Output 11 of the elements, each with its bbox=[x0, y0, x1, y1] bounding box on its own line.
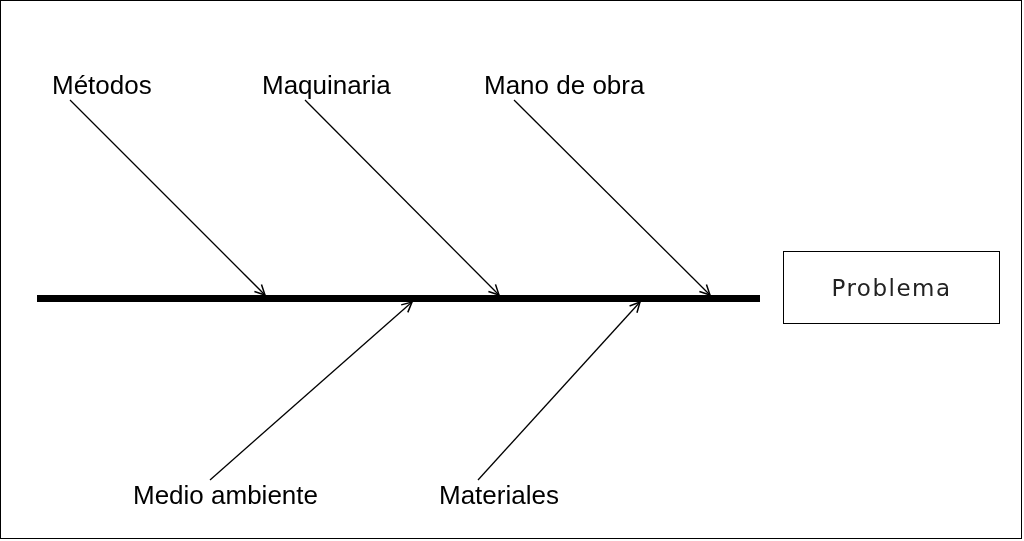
cause-label: Métodos bbox=[52, 70, 152, 100]
arrow bbox=[477, 301, 641, 481]
arrow bbox=[304, 99, 500, 296]
cause-label: Maquinaria bbox=[262, 70, 391, 100]
arrow bbox=[209, 301, 413, 481]
arrow bbox=[513, 99, 711, 296]
arrow bbox=[69, 99, 266, 296]
cause-label: Mano de obra bbox=[484, 70, 645, 100]
problem-box: Problema bbox=[783, 251, 1000, 324]
cause-label: Medio ambiente bbox=[133, 480, 318, 510]
cause-label: Materiales bbox=[439, 480, 559, 510]
